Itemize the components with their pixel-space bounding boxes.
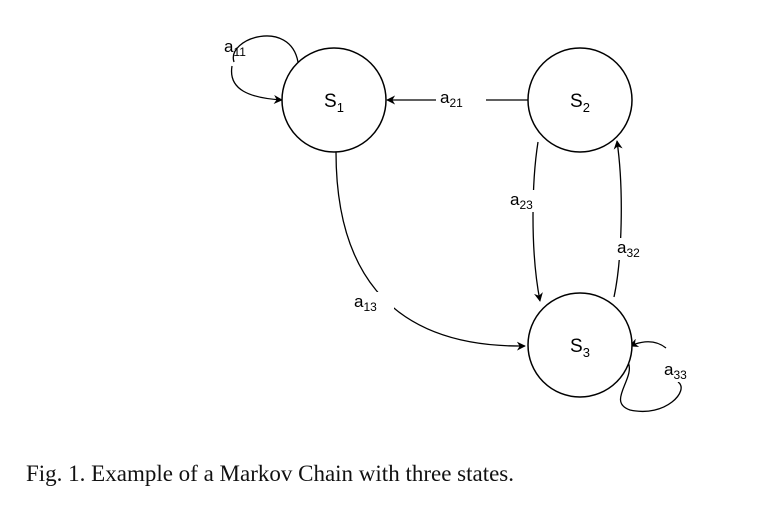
edge-label-a23-bg <box>506 190 550 212</box>
edge-a32 <box>613 140 623 298</box>
edge-a33-entry <box>629 338 667 349</box>
edge-label-a32: a32 <box>617 238 640 260</box>
edge-label-a21-bg <box>436 88 486 110</box>
state-s2: S2 <box>527 47 633 153</box>
figure-caption: Fig. 1. Example of a Markov Chain with t… <box>26 461 515 486</box>
edge-a13 <box>335 151 526 351</box>
state-s3-circle <box>527 292 633 398</box>
edge-label-a32-bg <box>614 238 658 260</box>
edge-label-a21: a21 <box>440 88 463 110</box>
state-s3: S3 <box>527 292 633 398</box>
state-s2-circle <box>527 47 633 153</box>
state-s1-circle <box>281 47 387 153</box>
edge-label-a23: a23 <box>510 190 533 212</box>
state-s2-label: S2 <box>570 91 590 115</box>
state-s3-label: S3 <box>570 336 590 360</box>
edge-a11-entry <box>230 65 283 104</box>
edge-label-a33-bg <box>660 360 704 382</box>
edge-a33 <box>619 361 682 413</box>
edge-label-a33: a33 <box>664 360 687 382</box>
edge-a11 <box>232 35 299 63</box>
state-s1-label: S1 <box>324 91 344 115</box>
state-s1: S1 <box>281 47 387 153</box>
edge-label-a13: a13 <box>354 292 377 314</box>
edge-a23 <box>532 141 543 302</box>
edge-label-a13-bg <box>350 292 394 314</box>
edge-label-a11: a11 <box>224 37 246 59</box>
